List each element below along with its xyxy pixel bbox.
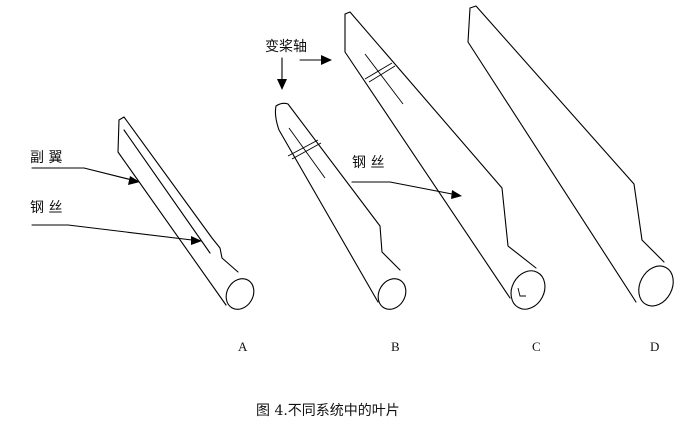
blade-a-letter: A <box>238 339 248 354</box>
blade-b: B <box>274 102 407 354</box>
aileron-label: 副 翼 <box>30 150 62 166</box>
steel-wire-label-a: 钢 丝 <box>30 200 62 216</box>
blade-d-outline <box>467 5 665 303</box>
pitch-axis-arrowhead-right <box>321 55 332 65</box>
blade-c: C <box>344 11 546 354</box>
blade-d-letter: D <box>650 339 659 354</box>
pitch-axis-arrowhead-down <box>277 79 287 90</box>
blade-c-root-ellipse <box>510 270 546 310</box>
blade-b-pitch-axis-mark <box>287 139 322 160</box>
aileron-leader-line <box>31 167 133 181</box>
blade-c-steel-wire <box>364 53 404 105</box>
aileron-hinge-line <box>123 129 211 254</box>
blade-c-wire-end <box>517 287 526 297</box>
steel-wire-arrowhead-a <box>191 236 202 245</box>
figure-caption: 图 4.不同系统中的叶片 <box>256 403 400 419</box>
pitch-axis-label: 变桨轴 <box>265 38 307 55</box>
steel-wire-leader-a <box>31 224 193 241</box>
blade-a-outline <box>117 116 239 306</box>
blade-c-outline <box>344 11 537 299</box>
steel-wire-leader-bc <box>351 181 453 195</box>
blade-b-outline <box>274 102 401 303</box>
blade-d: D <box>467 5 674 354</box>
steel-wire-label-bc: 钢 丝 <box>352 155 384 171</box>
blade-b-root-ellipse <box>377 278 407 310</box>
blade-b-steel-wire <box>288 127 326 179</box>
steel-wire-arrowhead-bc <box>451 190 462 199</box>
blade-b-letter: B <box>391 339 400 354</box>
blade-c-letter: C <box>532 339 541 354</box>
blade-d-root-ellipse <box>638 265 674 307</box>
aileron-arrowhead <box>128 176 140 185</box>
blade-a: A <box>117 116 255 354</box>
blade-a-root-ellipse <box>225 278 255 310</box>
blade-c-pitch-axis-mark <box>364 62 396 83</box>
